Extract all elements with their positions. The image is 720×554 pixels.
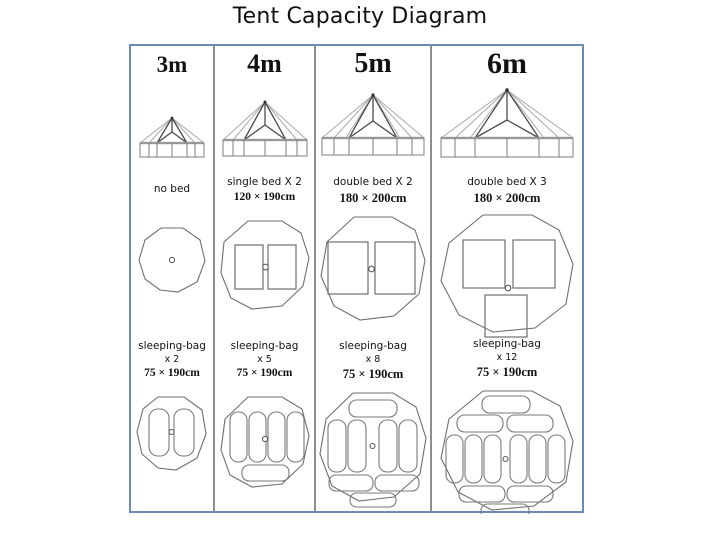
sleeping-bag-dimension: 75 × 190cm — [144, 367, 200, 380]
sleeping-bag-label: sleeping-bag — [473, 338, 541, 350]
sleeping-bag-dimension: 75 × 190cm — [236, 367, 293, 380]
sleeping-bag-label: sleeping-bag — [138, 340, 206, 352]
bed-dimension: 180 × 200cm — [339, 190, 407, 205]
sleeping-bag-caption-4m: sleeping-bag x 5 75 × 190cm — [215, 340, 314, 382]
bed-caption-4m: single bed X 2 120 × 190cm — [215, 176, 314, 205]
bed-plan-4m — [215, 218, 314, 319]
column-divider — [430, 46, 432, 511]
bed-caption-6m: double bed X 3 180 × 200cm — [432, 176, 582, 206]
sleeping-bag-caption-3m: sleeping-bag x 2 75 × 190cm — [131, 340, 213, 382]
tent-elevation-3m — [131, 110, 213, 160]
bed-plan-6m — [432, 212, 582, 343]
bed-label: double bed X 3 — [467, 176, 547, 188]
column-6m: 6m — [432, 46, 582, 514]
column-header-4m: 4m — [247, 49, 282, 78]
column-divider — [314, 46, 316, 511]
column-3m: 3m no bed — [131, 46, 213, 511]
sleeping-bag-plan-4m — [215, 394, 314, 497]
column-divider — [213, 46, 215, 511]
bed-dimension: 120 × 190cm — [233, 190, 296, 203]
bed-caption-3m: no bed — [131, 183, 213, 197]
sleeping-bag-plan-3m — [131, 394, 213, 481]
bed-label: no bed — [153, 183, 191, 195]
page-title: Tent Capacity Diagram — [232, 4, 488, 29]
sleeping-bag-caption-6m: sleeping-bag x 12 75 × 190cm — [432, 338, 582, 381]
sleeping-bag-dimension: 75 × 190cm — [476, 365, 538, 380]
sleeping-bag-count: x 8 — [365, 353, 381, 365]
column-4m: 4m single — [215, 46, 314, 511]
column-header-6m: 6m — [487, 47, 527, 80]
bed-plan-5m — [316, 214, 430, 331]
bed-dimension: 180 × 200cm — [473, 190, 541, 205]
sleeping-bag-count: x 12 — [496, 351, 518, 363]
column-5m: 5m — [316, 46, 430, 511]
sleeping-bag-plan-5m — [316, 390, 430, 513]
sleeping-bag-dimension: 75 × 190cm — [342, 367, 404, 382]
sleeping-bag-caption-5m: sleeping-bag x 8 75 × 190cm — [316, 340, 430, 383]
tent-capacity-diagram: 3m no bed — [129, 44, 584, 514]
sleeping-bag-label: sleeping-bag — [339, 340, 407, 352]
sleeping-bag-count: x 2 — [164, 353, 180, 365]
bed-plan-3m — [131, 224, 213, 303]
bed-label: single bed X 2 — [227, 176, 302, 188]
sleeping-bag-plan-6m — [432, 388, 582, 519]
column-header-3m: 3m — [156, 52, 188, 77]
tent-elevation-4m — [215, 96, 314, 160]
bed-caption-5m: double bed X 2 180 × 200cm — [316, 176, 430, 206]
sleeping-bag-label: sleeping-bag — [230, 340, 299, 352]
column-header-5m: 5m — [354, 48, 392, 79]
tent-elevation-5m — [316, 90, 430, 160]
sleeping-bag-count: x 5 — [257, 353, 272, 365]
bed-label: double bed X 2 — [333, 176, 413, 188]
tent-elevation-6m — [432, 86, 582, 162]
